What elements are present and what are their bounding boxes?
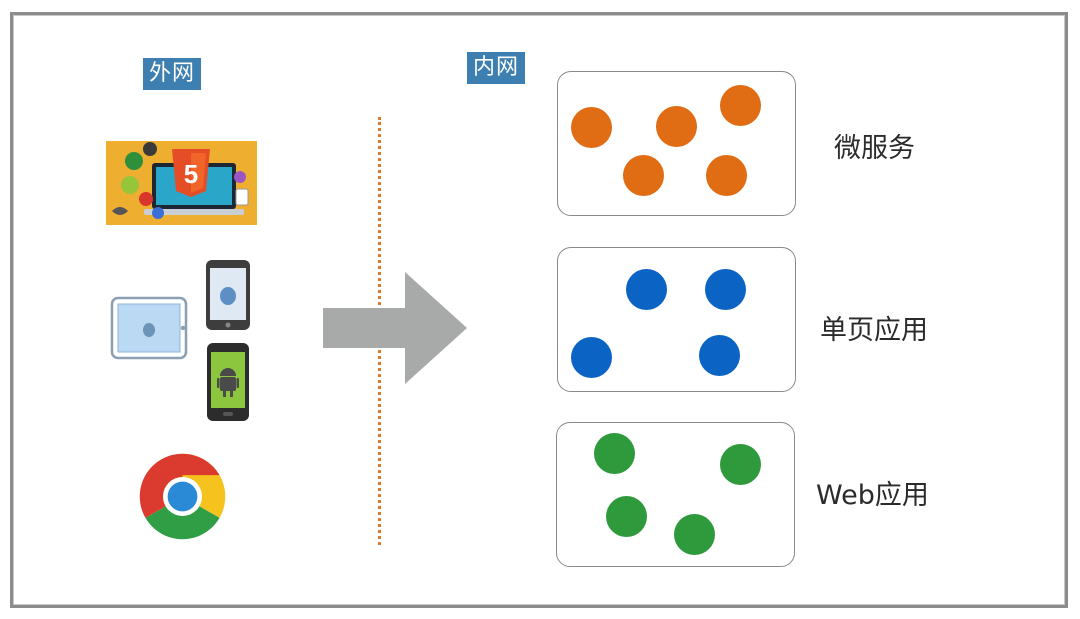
internal-network-tag: 内网: [467, 52, 526, 84]
ios-devices-icon: [110, 260, 250, 360]
web-app-label: Web应用: [816, 480, 929, 511]
group-2-node-2: [606, 496, 647, 537]
group-1-node-2: [571, 337, 612, 378]
html5-client-icon: 5: [106, 141, 257, 225]
chrome-browser-icon: [139, 453, 226, 540]
web-app-box: [556, 422, 795, 567]
group-2-node-3: [674, 514, 715, 555]
spa-label: 单页应用: [820, 315, 928, 346]
group-2-node-0: [594, 433, 635, 474]
group-1-node-1: [705, 269, 746, 310]
group-2-node-1: [720, 444, 761, 485]
group-1-node-0: [626, 269, 667, 310]
group-1-node-3: [699, 335, 740, 376]
group-0-node-2: [720, 85, 761, 126]
group-0-node-4: [706, 155, 747, 196]
android-phone-icon: [207, 343, 249, 421]
microservice-label: 微服务: [834, 133, 915, 164]
group-0-node-0: [571, 107, 612, 148]
flow-arrow: [323, 272, 467, 384]
external-network-tag: 外网: [143, 58, 202, 90]
group-0-node-1: [656, 106, 697, 147]
group-0-node-3: [623, 155, 664, 196]
svg-text:5: 5: [184, 159, 198, 189]
